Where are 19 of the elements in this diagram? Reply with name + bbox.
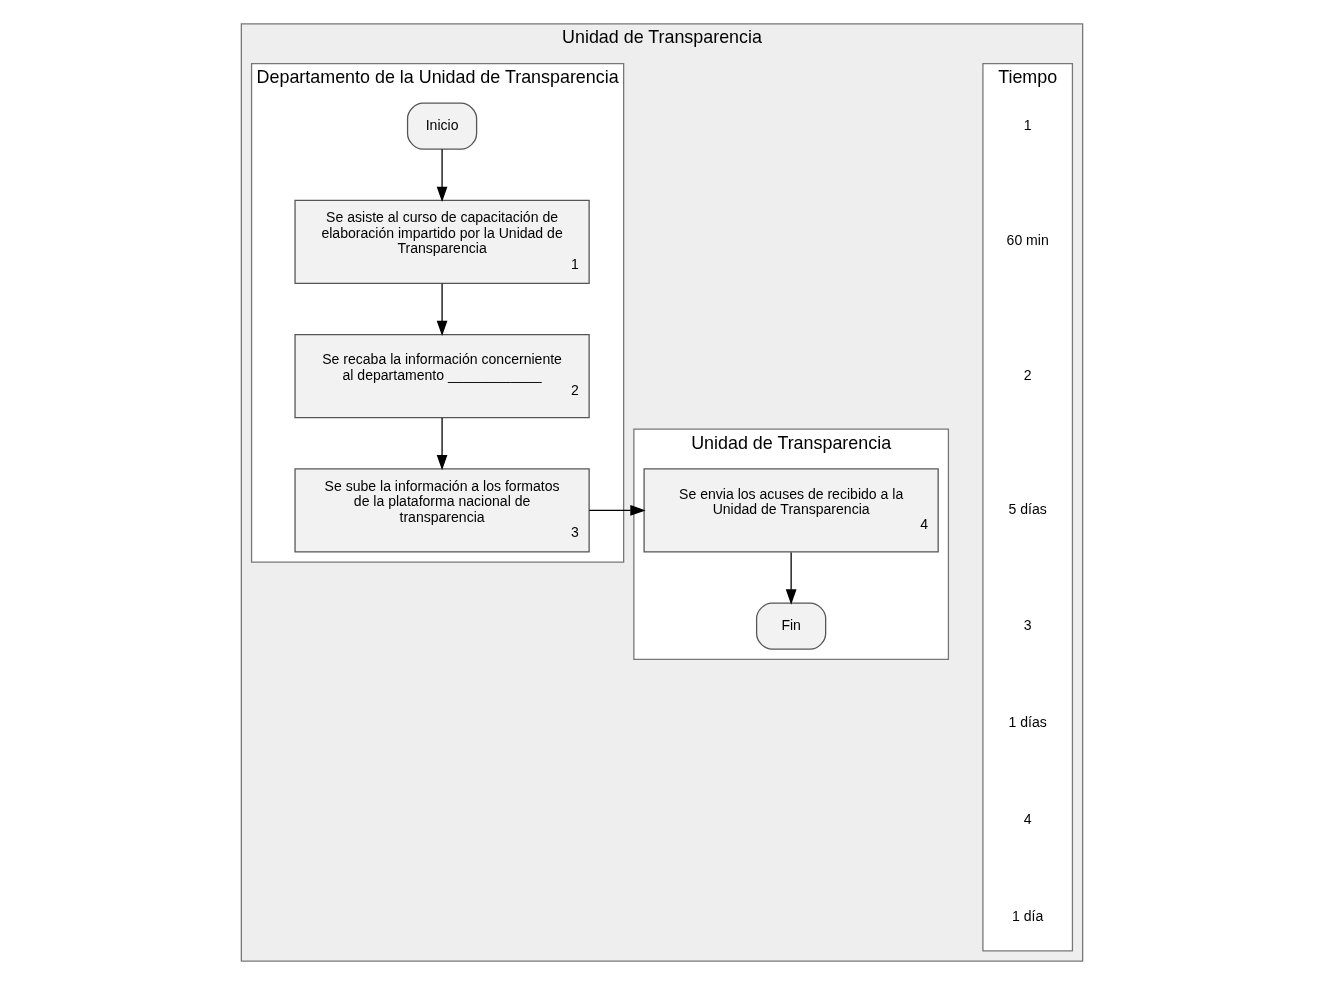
label: 1 días (1008, 713, 1047, 730)
label: 1 (1023, 116, 1032, 133)
label: 60 min (1006, 232, 1049, 249)
node-box: Se recaba la información concerniente al departamento ____________ 2 (293, 333, 590, 419)
arrow (436, 148, 447, 203)
arrow (436, 283, 447, 337)
node-box: Fin (755, 602, 826, 650)
label: 2 (1023, 366, 1032, 383)
label: 4 (1023, 811, 1032, 828)
arrow (436, 417, 447, 471)
node-box: Se sube la información a los formatos de la plataforma nacional de transparencia 3 (293, 468, 590, 553)
node-box: Se asiste al curso de capacitación de elaboración impartido por la Unidad de Transparencia 1 (293, 199, 590, 285)
node-box: Se envia los acuses de recibido a la Unidad de Transparencia 4 (642, 468, 939, 553)
arrow (588, 505, 646, 516)
label: 5 días (1008, 500, 1047, 517)
arrow (785, 551, 796, 605)
node-box: Inicio (406, 102, 477, 150)
label: 3 (1023, 616, 1032, 633)
label: 1 día (1011, 908, 1043, 925)
